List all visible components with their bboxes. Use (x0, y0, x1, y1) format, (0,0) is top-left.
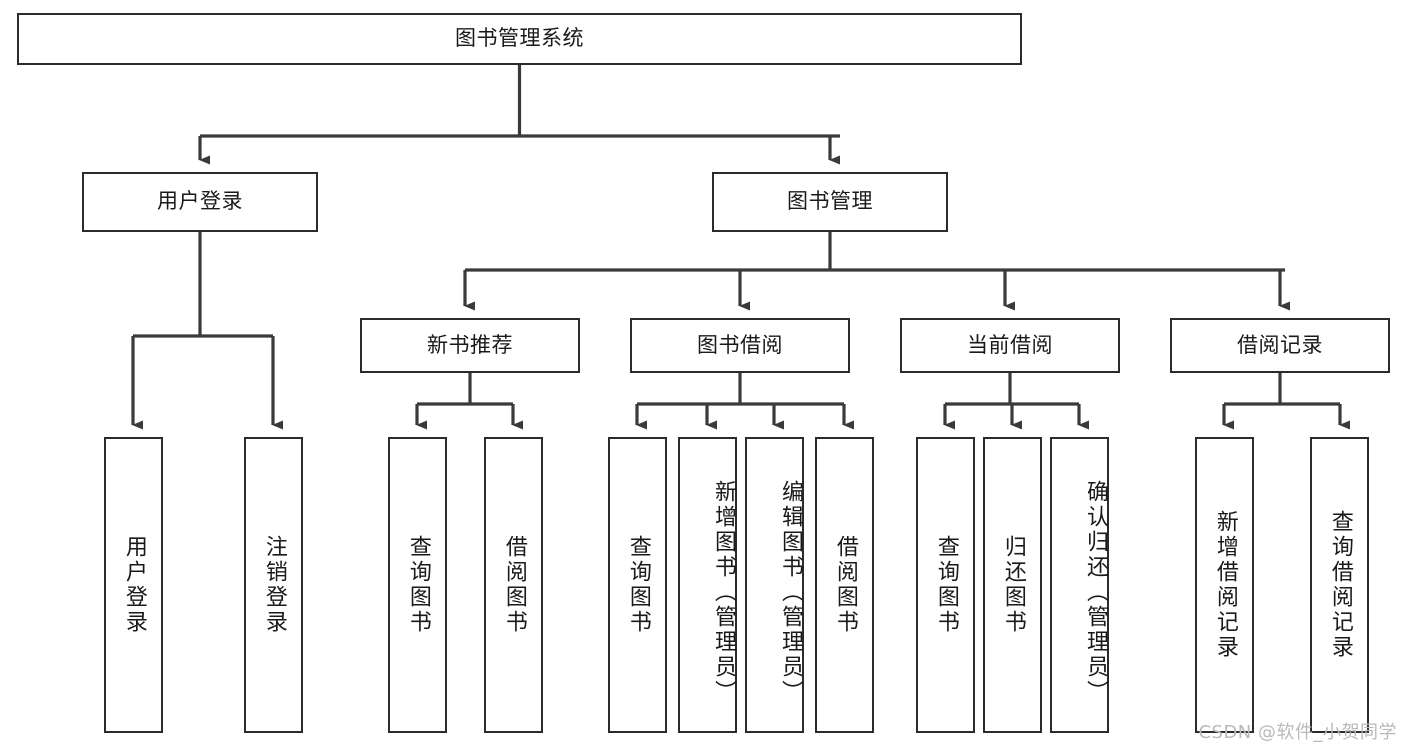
leaf-node-3[interactable]: 借阅图书 (484, 437, 543, 733)
leaf-node-5-label: 新增图书（管理员） (711, 479, 736, 705)
leaf-node-8-label: 查询图书 (933, 535, 959, 635)
level3-node-1[interactable]: 图书借阅 (630, 318, 850, 373)
leaf-node-4[interactable]: 查询图书 (608, 437, 667, 733)
level3-node-2-label: 当前借阅 (967, 332, 1053, 357)
leaf-node-6-label: 编辑图书（管理员） (778, 479, 803, 705)
level3-node-3[interactable]: 借阅记录 (1170, 318, 1390, 373)
level2-node-0-label: 用户登录 (157, 189, 243, 214)
level3-node-2[interactable]: 当前借阅 (900, 318, 1120, 373)
level3-node-0[interactable]: 新书推荐 (360, 318, 580, 373)
leaf-node-4-label: 查询图书 (625, 535, 651, 635)
leaf-node-12-label: 查询借阅记录 (1327, 510, 1353, 660)
root-node-book-management-system-label: 图书管理系统 (455, 26, 584, 51)
leaf-node-12[interactable]: 查询借阅记录 (1310, 437, 1369, 733)
level3-node-1-label: 图书借阅 (697, 332, 783, 357)
leaf-node-6[interactable]: 编辑图书（管理员） (745, 437, 804, 733)
leaf-node-9-label: 归还图书 (1000, 535, 1026, 635)
leaf-node-2[interactable]: 查询图书 (388, 437, 447, 733)
leaf-node-11-label: 新增借阅记录 (1212, 510, 1238, 660)
leaf-node-10[interactable]: 确认归还（管理员） (1050, 437, 1109, 733)
leaf-node-2-label: 查询图书 (405, 535, 431, 635)
root-node-book-management-system[interactable]: 图书管理系统 (17, 13, 1022, 65)
watermark-text: CSDN @软件_小贺同学 (1198, 722, 1397, 743)
leaf-node-9[interactable]: 归还图书 (983, 437, 1042, 733)
leaf-node-0-label: 用户登录 (121, 535, 147, 635)
leaf-node-10-label: 确认归还（管理员） (1083, 479, 1108, 705)
leaf-node-5[interactable]: 新增图书（管理员） (678, 437, 737, 733)
level3-node-0-label: 新书推荐 (427, 332, 513, 357)
leaf-node-3-label: 借阅图书 (501, 535, 527, 635)
leaf-node-0[interactable]: 用户登录 (104, 437, 163, 733)
leaf-node-7-label: 借阅图书 (832, 535, 858, 635)
leaf-node-1-label: 注销登录 (261, 535, 287, 635)
level3-node-3-label: 借阅记录 (1237, 332, 1323, 357)
leaf-node-1[interactable]: 注销登录 (244, 437, 303, 733)
level2-node-1-label: 图书管理 (787, 189, 873, 214)
leaf-node-7[interactable]: 借阅图书 (815, 437, 874, 733)
level2-node-0[interactable]: 用户登录 (82, 172, 318, 232)
level2-node-1[interactable]: 图书管理 (712, 172, 948, 232)
leaf-node-11[interactable]: 新增借阅记录 (1195, 437, 1254, 733)
leaf-node-8[interactable]: 查询图书 (916, 437, 975, 733)
